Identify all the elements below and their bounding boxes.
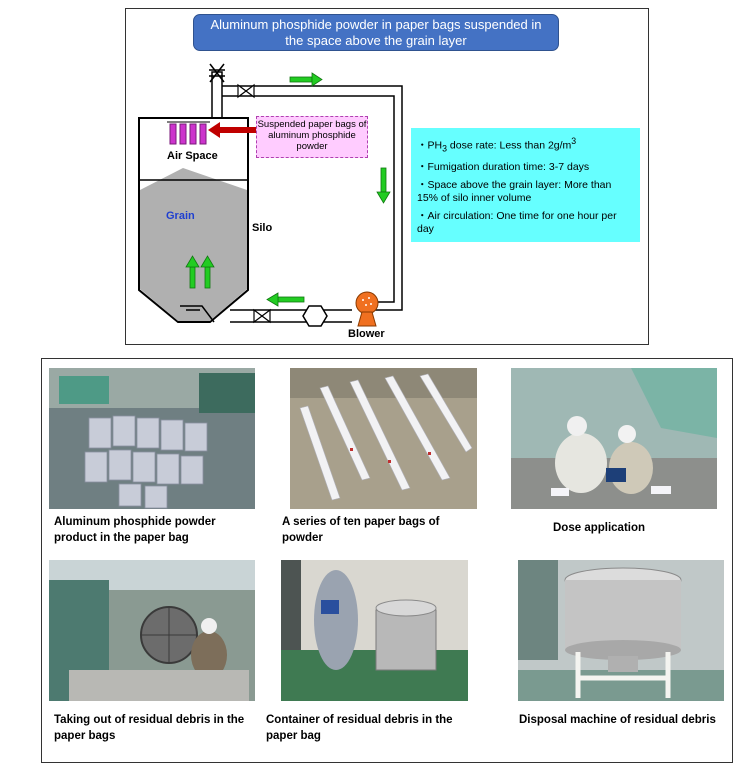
red-arrow-icon — [208, 122, 256, 138]
grain-layer — [140, 168, 247, 321]
silo-diagram — [138, 63, 403, 327]
bottom-valve-icon — [253, 308, 271, 324]
blower-label: Blower — [348, 328, 385, 340]
caption-dose-application: Dose application — [553, 522, 646, 534]
photo-disposal-machine — [518, 560, 724, 701]
top-valve-icon — [237, 83, 255, 99]
suspended-bags-icon — [169, 123, 207, 145]
flow-arrow-left-icon — [266, 292, 305, 307]
air-space-label: Air Space — [167, 150, 218, 162]
grain-label: Grain — [166, 210, 195, 222]
photo-bag-series — [290, 368, 477, 509]
caption-disposal-machine: Disposal machine of residual debris — [519, 714, 716, 726]
circulation-line: ・Air circulation: One time for one hour … — [417, 209, 617, 235]
vent-valve-icon — [209, 63, 225, 83]
dose-rate-line: ・PH3 dose rate: Less than 2g/m3 — [417, 136, 577, 154]
space-line: ・Space above the grain layer: More than … — [417, 178, 612, 204]
duration-line: ・Fumigation duration time: 3-7 days — [417, 160, 590, 173]
vent-pipe — [211, 71, 223, 121]
fumigation-info-box: ・PH3 dose rate: Less than 2g/m3 ・Fumigat… — [411, 128, 640, 242]
flow-arrow-up-icon — [185, 255, 215, 289]
caption-debris-container: Container of residual debris in the pape… — [266, 714, 453, 742]
suspended-bags-note: Suspended paper bags of aluminum phosphi… — [256, 116, 368, 158]
flow-arrow-right-icon — [289, 72, 323, 87]
filter-icon — [302, 305, 328, 327]
caption-taking-out-debris: Taking out of residual debris in the pap… — [54, 714, 245, 742]
photo-debris-container — [281, 560, 468, 701]
flow-arrow-down-icon — [376, 167, 391, 204]
photo-bags-product — [49, 368, 255, 509]
bottom-duct — [230, 309, 352, 323]
blower-icon — [355, 291, 379, 327]
caption-bags-product: Aluminum phosphide powder product in the… — [54, 516, 216, 544]
diagram-title: Aluminum phosphide powder in paper bags … — [193, 14, 559, 51]
caption-bag-series: A series of ten paper bags of powder — [282, 516, 440, 544]
photo-dose-application — [511, 368, 717, 509]
silo-label: Silo — [252, 222, 273, 234]
photo-taking-out-debris — [49, 560, 255, 701]
outlet-pipe — [180, 305, 215, 323]
